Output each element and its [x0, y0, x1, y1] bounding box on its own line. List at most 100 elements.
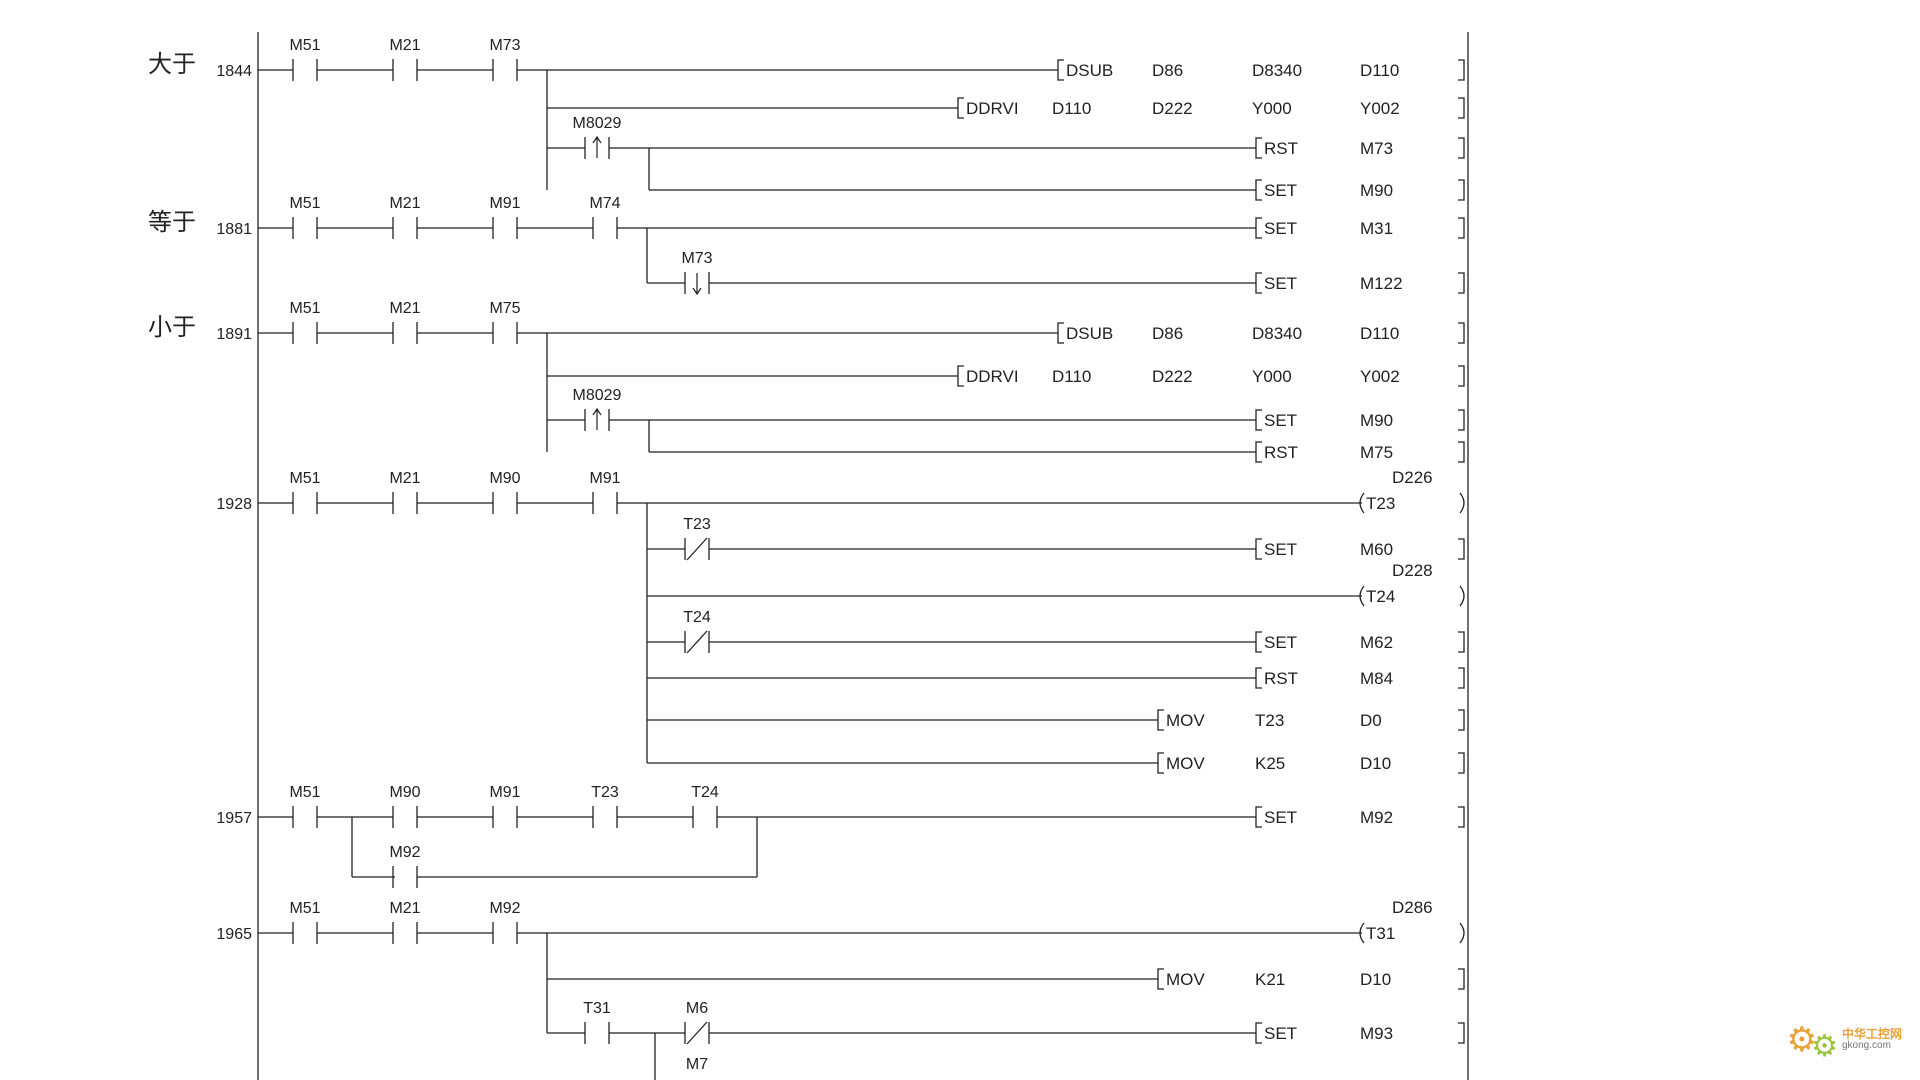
contact-no: T31: [583, 1000, 611, 1044]
instruction-bracket-right: [1458, 59, 1465, 81]
contact-no: M92: [389, 844, 421, 888]
contact-label: M7: [686, 1056, 708, 1073]
instruction-bracket-right: [1458, 272, 1465, 294]
coil-right: [1459, 492, 1465, 514]
contact-label: T23: [683, 516, 711, 533]
instruction-bracket-left: [1255, 441, 1262, 463]
instruction-bracket-left: [1255, 667, 1262, 689]
contact-label: M74: [589, 195, 620, 212]
instruction-bracket-right: [1458, 806, 1465, 828]
instruction-bracket-right: [1458, 441, 1465, 463]
contact-label: M51: [289, 470, 320, 487]
contact-no: M90: [389, 784, 421, 828]
instruction-mnemonic: SET: [1264, 808, 1297, 827]
contact-label: M90: [389, 784, 420, 801]
instruction-mnemonic: DSUB: [1066, 61, 1113, 80]
instruction-mnemonic: SET: [1264, 411, 1297, 430]
instruction-bracket-right: [1458, 667, 1465, 689]
instruction-operand: D86: [1152, 324, 1183, 343]
contact-no: M51: [289, 470, 321, 514]
contact-label: M91: [489, 195, 520, 212]
instruction-operand: D10: [1360, 970, 1391, 989]
instruction-bracket-left: [1057, 322, 1064, 344]
contact-label: T24: [683, 609, 711, 626]
instruction-bracket-left: [1255, 1022, 1262, 1044]
contact-label: T24: [691, 784, 719, 801]
instruction-bracket-left: [1255, 538, 1262, 560]
step-number: 1957: [216, 810, 252, 827]
instruction-bracket-right: [1458, 322, 1465, 344]
instruction-operand: M90: [1360, 181, 1393, 200]
instruction-operand: K25: [1255, 754, 1285, 773]
contact-label: M91: [489, 784, 520, 801]
instruction-mnemonic: SET: [1264, 219, 1297, 238]
instruction-bracket-right: [1458, 709, 1465, 731]
coil-left: [1359, 585, 1365, 607]
contact-label: M51: [289, 784, 320, 801]
timer-preset: D286: [1392, 898, 1433, 917]
instruction-bracket-right: [1458, 179, 1465, 201]
contact-label: T23: [591, 784, 619, 801]
instruction-bracket-right: [1458, 409, 1465, 431]
instruction-bracket-left: [1255, 179, 1262, 201]
contact-slash: [686, 537, 708, 561]
instruction-operand: Y002: [1360, 367, 1400, 386]
instruction-operand: D8340: [1252, 324, 1302, 343]
instruction-bracket-left: [957, 97, 964, 119]
contact-label: M73: [489, 37, 520, 54]
rising-arrow-head: [592, 135, 602, 144]
coil-right: [1459, 585, 1465, 607]
contact-no: M91: [489, 784, 521, 828]
instruction-operand: M73: [1360, 139, 1393, 158]
timer-preset: D226: [1392, 468, 1433, 487]
contact-label: M21: [389, 300, 420, 317]
contact-no: M21: [389, 470, 421, 514]
contact-nc: T24: [683, 609, 711, 654]
instruction-operand: D10: [1360, 754, 1391, 773]
instruction-bracket-right: [1458, 137, 1465, 159]
instruction-operand: M92: [1360, 808, 1393, 827]
contact-no: M92: [489, 900, 521, 944]
instruction-operand: M60: [1360, 540, 1393, 559]
instruction-operand: M31: [1360, 219, 1393, 238]
instruction-mnemonic: SET: [1264, 1024, 1297, 1043]
watermark-url: gkong.com: [1841, 1040, 1891, 1052]
contact-no: M90: [489, 470, 521, 514]
instruction-mnemonic: SET: [1264, 274, 1297, 293]
instruction-mnemonic: RST: [1264, 443, 1298, 462]
contact-no: M21: [389, 37, 421, 81]
instruction-operand: T23: [1255, 711, 1284, 730]
instruction-mnemonic: MOV: [1166, 970, 1205, 989]
watermark-title: 中华工控网: [1841, 1027, 1902, 1042]
contact-label: M92: [389, 844, 420, 861]
instruction-mnemonic: DDRVI: [966, 99, 1019, 118]
timer-name: T31: [1366, 924, 1395, 943]
instruction-operand: D222: [1152, 367, 1193, 386]
contact-no: M51: [289, 900, 321, 944]
instruction-bracket-right: [1458, 217, 1465, 239]
gkong-watermark: ⚙ ⚙ 中华工控网 gkong.com: [1787, 1018, 1902, 1062]
comparison-label: 等于: [148, 209, 196, 236]
contact-no: M91: [589, 470, 621, 514]
contact-slash: [686, 630, 708, 654]
gear-icon: ⚙: [1811, 1030, 1838, 1063]
contact-label: M73: [681, 250, 712, 267]
contact-no: M51: [289, 195, 321, 239]
contact-rising: M8029: [573, 387, 622, 431]
instruction-bracket-left: [1255, 272, 1262, 294]
contact-label: M8029: [573, 115, 622, 132]
instruction-operand: D0: [1360, 711, 1382, 730]
instruction-operand: M62: [1360, 633, 1393, 652]
contact-no: M51: [289, 37, 321, 81]
instruction-bracket-left: [1255, 806, 1262, 828]
gear-icon: ⚙: [1786, 1021, 1818, 1059]
contact-slash: [686, 1021, 708, 1045]
contact-falling: M73: [681, 250, 713, 296]
contact-no: M21: [389, 195, 421, 239]
instruction-operand: D222: [1152, 99, 1193, 118]
contact-rising: M8029: [573, 115, 622, 159]
contact-nc: T23: [683, 516, 711, 561]
step-number: 1928: [216, 496, 252, 513]
contact-no: M21: [389, 900, 421, 944]
contact-no: M21: [389, 300, 421, 344]
